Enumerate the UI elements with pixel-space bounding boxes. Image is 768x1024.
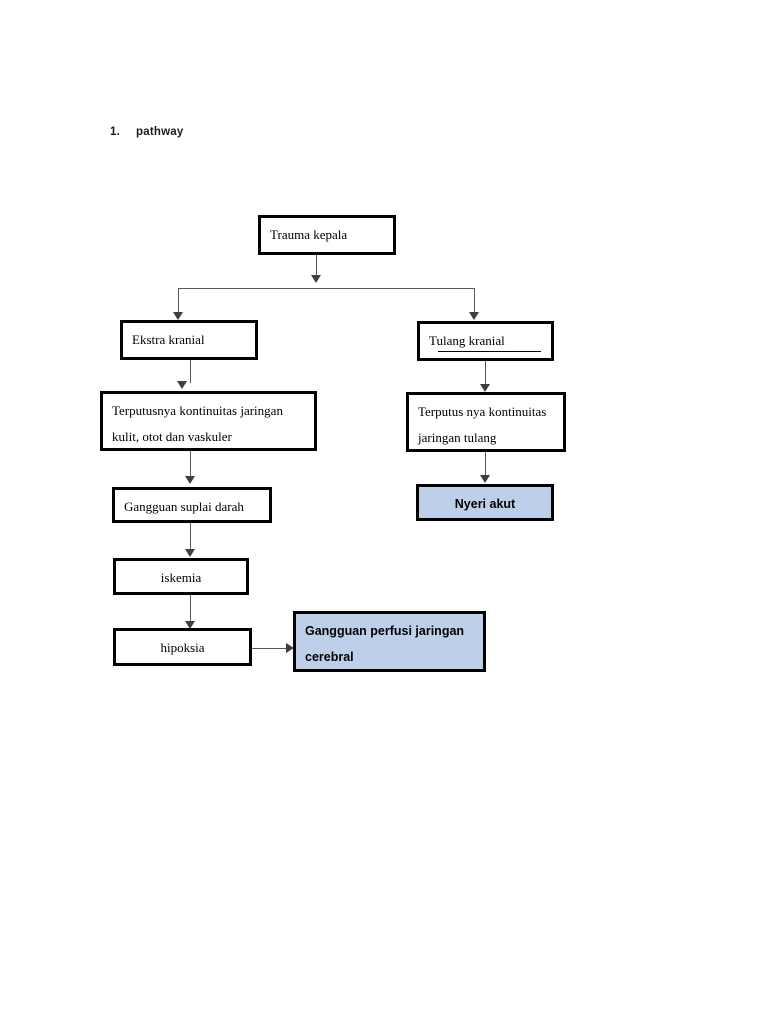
- node-ekstra-kranial[interactable]: Ekstra kranial: [120, 320, 258, 360]
- connector-trauma-down: [316, 254, 317, 276]
- connector-split-right: [474, 288, 475, 313]
- underline-decoration: [438, 351, 541, 352]
- node-label: hipoksia: [160, 640, 205, 655]
- node-trauma-kepala[interactable]: Trauma kepala: [258, 215, 396, 255]
- node-tulang-kranial[interactable]: Tulang kranial: [417, 321, 554, 361]
- node-terputusnya-kontinuitas-jaringan[interactable]: Terputusnya kontinuitas jaringan kulit, …: [100, 391, 317, 451]
- node-label: Tulang kranial: [429, 333, 505, 348]
- node-label-line-1: Terputusnya kontinuitas jaringan: [112, 403, 283, 418]
- connector-split-horizontal: [178, 288, 474, 289]
- arrowhead-ekstra-kranial: [173, 312, 183, 320]
- connector-iskemia-to-hipoksia: [190, 595, 191, 622]
- node-hipoksia[interactable]: hipoksia: [113, 628, 252, 666]
- page-heading: 1. pathway: [110, 126, 183, 138]
- connector-split-left: [178, 288, 179, 313]
- arrowhead-nyeri-akut: [480, 475, 490, 483]
- node-label: Trauma kepala: [270, 227, 348, 242]
- connector-hipoksia-to-perfusi: [252, 648, 288, 649]
- node-label: iskemia: [160, 570, 202, 585]
- node-label-line-1: Gangguan perfusi jaringan: [305, 624, 465, 638]
- node-label: Nyeri akut: [454, 497, 516, 511]
- node-label: Gangguan suplai darah: [124, 499, 244, 514]
- node-label-line-1: Terputus nya kontinuitas: [418, 404, 547, 419]
- connector-gangguan-to-iskemia: [190, 522, 191, 550]
- node-terputus-nya-kontinuitas-jaringan-tulang[interactable]: Terputus nya kontinuitas jaringan tulang: [406, 392, 566, 452]
- node-label-line-2: kulit, otot dan vaskuler: [112, 429, 232, 444]
- arrowhead-terputusnya: [177, 381, 187, 389]
- arrowhead-iskemia: [185, 549, 195, 557]
- arrowhead-terputus-tulang: [480, 384, 490, 392]
- arrowhead-hipoksia: [185, 621, 195, 629]
- arrowhead-tulang-kranial: [469, 312, 479, 320]
- node-label-line-2: cerebral: [305, 650, 354, 664]
- node-gangguan-perfusi-jaringan-cerebral[interactable]: Gangguan perfusi jaringan cerebral: [293, 611, 486, 672]
- arrowhead-gangguan-suplai: [185, 476, 195, 484]
- node-label: Ekstra kranial: [132, 332, 205, 347]
- heading-text: pathway: [136, 126, 184, 138]
- node-nyeri-akut[interactable]: Nyeri akut: [416, 484, 554, 521]
- node-iskemia[interactable]: iskemia: [113, 558, 249, 595]
- connector-terputusnya-to-gangguan: [190, 450, 191, 477]
- node-gangguan-suplai-darah[interactable]: Gangguan suplai darah: [112, 487, 272, 523]
- node-label-line-2: jaringan tulang: [418, 430, 497, 445]
- connector-terputus-to-nyeri: [485, 452, 486, 477]
- arrowhead-trauma-down: [311, 275, 321, 283]
- arrowhead-gangguan-perfusi: [286, 643, 294, 653]
- heading-number: 1.: [110, 126, 120, 138]
- connector-ekstra-to-terputusnya: [190, 359, 191, 383]
- connector-tulang-to-terputus: [485, 360, 486, 386]
